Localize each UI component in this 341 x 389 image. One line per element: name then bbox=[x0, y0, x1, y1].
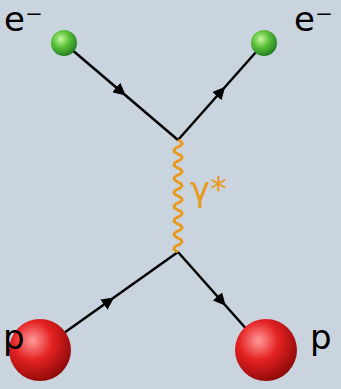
electron-ball bbox=[251, 30, 277, 56]
electron-line-out bbox=[178, 43, 264, 140]
photon-label: γ* bbox=[190, 172, 227, 206]
particle-label: e⁻ bbox=[4, 2, 43, 36]
proton-ball bbox=[235, 319, 297, 381]
photon-line bbox=[174, 140, 182, 252]
particle-label: p bbox=[310, 320, 332, 354]
electron-ball bbox=[51, 30, 77, 56]
electron-line-in bbox=[64, 43, 178, 140]
particle-label: p bbox=[3, 320, 25, 354]
particle-label: e⁻ bbox=[294, 2, 333, 36]
